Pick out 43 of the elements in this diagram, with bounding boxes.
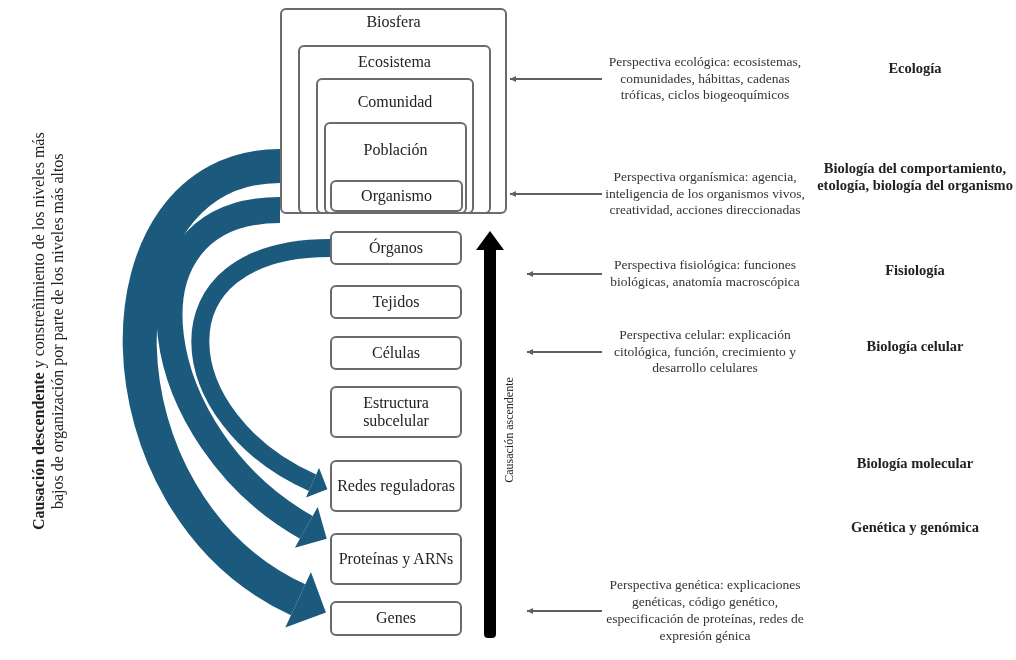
level-label: Estructura subcelular: [362, 393, 430, 431]
perspective-text: Perspectiva fisiológica: funciones biológicas, anatomía macroscópica: [604, 248, 806, 300]
level-label: Biosfera: [365, 13, 422, 31]
level-box: [298, 45, 491, 214]
level-box: [280, 8, 507, 214]
discipline-label: Genética y genómica: [849, 519, 981, 537]
level-label: Organismo: [361, 186, 432, 206]
discipline-label: Fisiología: [884, 262, 946, 280]
level-box: [330, 533, 462, 585]
level-box: [330, 180, 463, 212]
level-box: [324, 122, 467, 214]
level-label: Población: [362, 141, 429, 159]
perspective-text: Perspectiva organísmica: agencia, inteligencia de los organismos vivos, creatividad, acciones direccionadas: [604, 158, 806, 230]
level-label: Redes reguladoras: [337, 476, 455, 496]
axis-label: Causación ascendente: [501, 376, 517, 485]
discipline-label: Biología celular: [865, 338, 965, 356]
discipline-label: Ecología: [887, 60, 943, 78]
level-label: Células: [372, 343, 420, 363]
level-box: [330, 386, 462, 438]
causation-note: Causación descendente y constreñimiento de los niveles más bajos de organización por parte de los niveles más altos: [28, 131, 68, 533]
level-box: [330, 285, 462, 319]
arrow: [526, 349, 603, 355]
level-box: [330, 336, 462, 370]
arrow: [526, 608, 603, 614]
curved-arrow: [191, 239, 331, 497]
level-box: [330, 231, 462, 265]
level-box: [330, 460, 462, 512]
arrow: [509, 191, 603, 197]
discipline-label: Biología del comportamiento, etología, biología del organismo: [816, 160, 1014, 195]
level-label: Genes: [376, 609, 416, 628]
level-label: Comunidad: [356, 93, 434, 111]
arrow: [509, 76, 603, 82]
perspective-text: Perspectiva celular: explicación citológica, función, crecimiento y desarrollo celulares: [604, 326, 806, 378]
level-label: Ecosistema: [357, 53, 432, 71]
level-box: [316, 78, 474, 214]
level-label: Proteínas y ARNs: [338, 549, 454, 569]
level-box: [330, 601, 462, 636]
level-label: Órganos: [369, 238, 423, 258]
perspective-text: Perspectiva ecológica: ecosistemas, comunidades, hábittas, cadenas tróficas, ciclos biogeoquímicos: [604, 44, 806, 114]
perspective-text: Perspectiva genética: explicaciones genéticas, código genético, especificación de proteínas, redes de expresión génica: [604, 567, 806, 655]
discipline-label: Biología molecular: [855, 455, 975, 473]
level-label: Tejidos: [372, 292, 420, 312]
arrow: [526, 271, 603, 277]
